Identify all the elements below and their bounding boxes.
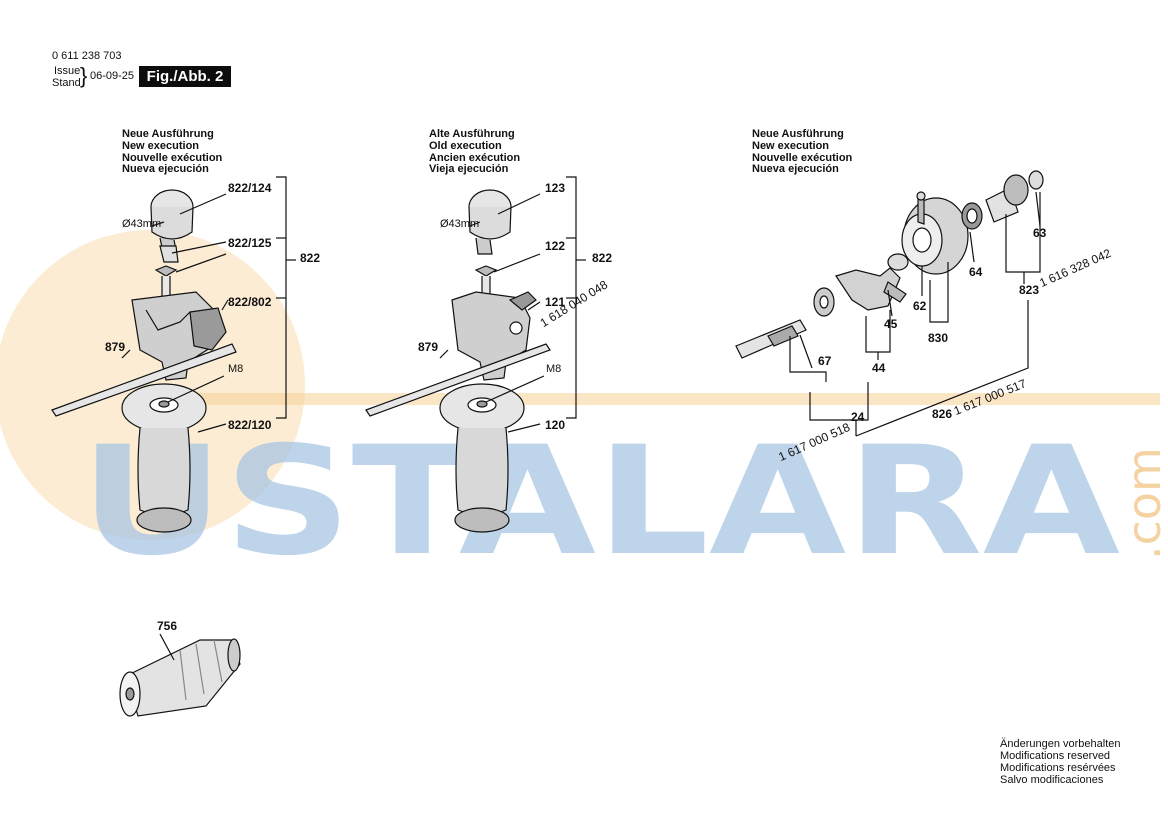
keyless-chuck (119, 633, 241, 717)
label-756: 756 (157, 619, 178, 633)
depth-rod-old (365, 343, 551, 417)
side-handle (121, 383, 207, 533)
label-822-802: 822/802 (228, 295, 272, 309)
clamp-band-old (468, 189, 512, 255)
label-m8: M8 (228, 363, 244, 375)
label-122: 122 (545, 239, 566, 253)
clamp-bracket (159, 245, 179, 263)
label-822-old: 822 (592, 251, 613, 265)
label-879-old: 879 (418, 340, 439, 354)
left-assembly (51, 176, 296, 533)
issue-brace: } (80, 63, 88, 88)
stand-label: Stand (52, 77, 81, 89)
left-leaders (121, 176, 296, 433)
label-62: 62 (913, 299, 927, 313)
label-45: 45 (884, 317, 898, 331)
depth-rod (51, 343, 237, 417)
label-822-120: 822/120 (228, 418, 272, 432)
drive-sleeve (901, 191, 969, 275)
label-120: 120 (545, 418, 566, 432)
handle-housing (131, 291, 227, 381)
issue-label: Issue (54, 65, 81, 77)
locking-lever (835, 267, 901, 311)
label-822-124: 822/124 (228, 181, 272, 195)
right-assembly (735, 170, 1044, 437)
middle-assembly (365, 176, 586, 533)
figure-label: Fig./Abb. 2 (139, 66, 231, 87)
part-number: 0 611 238 703 (52, 50, 122, 62)
label-24: 24 (851, 410, 865, 424)
middle-leaders (439, 176, 586, 433)
right-leaders (789, 191, 1041, 437)
needle-bearing (961, 202, 983, 230)
label-823: 823 (1019, 283, 1040, 297)
label-diameter: Ø43mm (122, 218, 162, 230)
label-822: 822 (300, 251, 321, 265)
label-diameter-old: Ø43mm (440, 218, 480, 230)
label-822-125: 822/125 (228, 236, 272, 250)
issue-date: 06-09-25 (90, 70, 135, 82)
label-121: 121 (545, 295, 566, 309)
label-44: 44 (872, 361, 886, 375)
label-64: 64 (969, 265, 983, 279)
label-879: 879 (105, 340, 126, 354)
label-123: 123 (545, 181, 566, 195)
label-63: 63 (1033, 226, 1047, 240)
side-handle-old (439, 383, 525, 533)
drive-pinion (985, 170, 1044, 223)
label-830: 830 (928, 331, 949, 345)
label-826: 826 (932, 407, 953, 421)
label-m8-old: M8 (546, 363, 562, 375)
label-67: 67 (818, 354, 832, 368)
